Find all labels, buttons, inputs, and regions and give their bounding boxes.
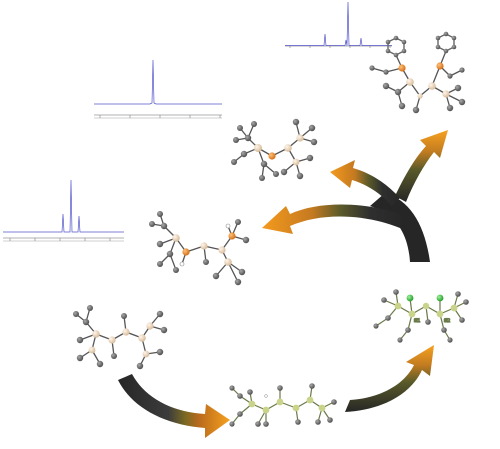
molecule-diphosphine-phenyl	[369, 31, 466, 114]
molecule-dichloro-silane-right: Si1 Si2	[373, 289, 469, 343]
atom-label-si2: Si2	[444, 318, 451, 323]
reaction-arrow-bottom-left	[118, 374, 230, 438]
molecule-hexasilane-bottom	[229, 383, 337, 427]
nmr-spectrum-icon	[285, 1, 392, 48]
atom-label-si1: Si1	[414, 318, 421, 323]
nmr-spectrum-icon	[3, 179, 124, 242]
reaction-arrow-bottom-right	[345, 345, 434, 412]
nmr-spectrum-top-right	[285, 1, 392, 48]
molecule-silyl-phosphine-middle	[231, 118, 318, 181]
molecule-silyl-phosphine-left	[149, 211, 250, 286]
nmr-spectrum-icon	[94, 59, 222, 119]
nmr-spectrum-middle	[94, 59, 222, 119]
nmr-spectrum-left	[3, 179, 124, 242]
reaction-arrow-fork	[262, 130, 448, 262]
molecule-tetrasilane-left	[73, 305, 168, 370]
